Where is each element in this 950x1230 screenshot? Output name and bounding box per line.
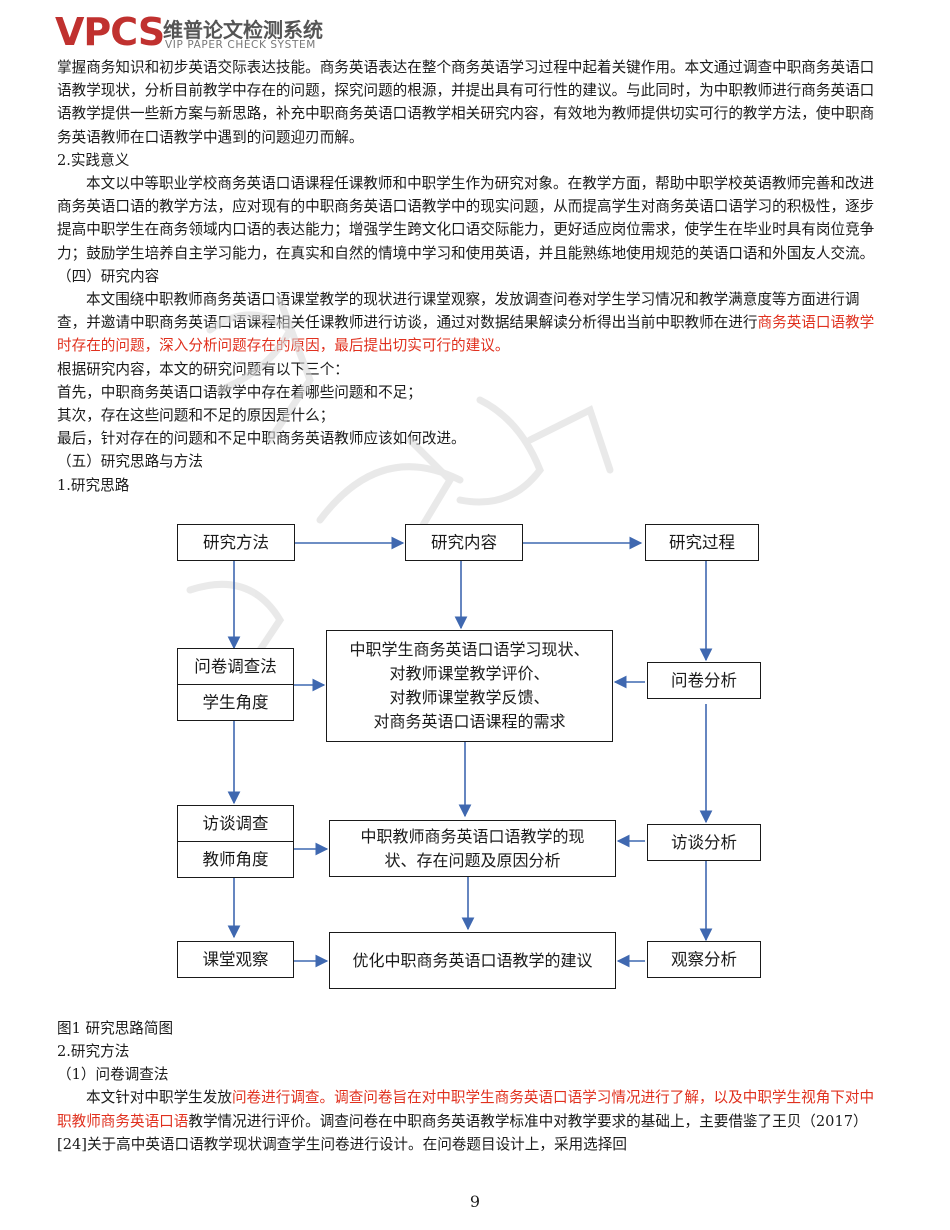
section-heading: （1）问卷调查法	[57, 1066, 169, 1084]
box-optimization-suggestions: 优化中职商务英语口语教学的建议	[329, 932, 616, 989]
box-questionnaire-analysis: 问卷分析	[647, 662, 761, 699]
paragraph: 根据研究内容，本文的研究问题有以下三个：	[57, 360, 349, 378]
box-line: 对教师课堂教学反馈、	[389, 688, 550, 707]
paragraph: 首先，中职商务英语口语教学中存在着哪些问题和不足；	[57, 383, 422, 401]
box-line: 中职教师商务英语口语教学的现	[360, 826, 585, 846]
logo-name-cn: 维普论文检测系统	[163, 18, 323, 42]
box-label: 问卷分析	[671, 671, 737, 690]
page-number: 9	[469, 1192, 481, 1211]
box-label: 课堂观察	[202, 950, 269, 969]
box-label: 访谈调查	[202, 814, 269, 833]
box-label: 优化中职商务英语口语教学的建议	[352, 950, 593, 970]
paragraph: 本文以中等职业学校商务英语口语课程任课教师和中职学生作为研究对象。在教学方面，帮…	[57, 175, 875, 262]
box-line: 对商务英语口语课程的需求	[373, 712, 566, 731]
section-heading: （四）研究内容	[57, 267, 160, 285]
text-run: 本文围绕中职教师商务英语口语课堂教学的现状进行课堂观察，发放调查问卷对学生学习情…	[57, 291, 860, 332]
box-teacher-perspective: 教师角度	[177, 841, 294, 878]
body-text: 掌握商务知识和初步英语交际表达技能。商务英语表达在整个商务英语学习过程中起着关键…	[57, 56, 877, 497]
box-label: 教师角度	[202, 850, 269, 869]
box-line: 中职学生商务英语口语学习现状、	[349, 640, 590, 659]
paragraph: 本文围绕中职教师商务英语口语课堂教学的现状进行课堂观察，发放调查问卷对学生学习情…	[57, 288, 877, 358]
logo-brand: VPCS	[55, 10, 165, 54]
paragraph: 最后，针对存在的问题和不足中职商务英语教师应该如何改进。	[57, 430, 466, 448]
box-research-process: 研究过程	[645, 524, 759, 561]
box-label: 访谈分析	[671, 833, 737, 852]
box-student-perspective: 学生角度	[177, 684, 294, 721]
text-run: 教学情况进行评价。调查问卷在中职商务英语教学标准中对教学要求的基础上，主要借鉴了…	[57, 1112, 868, 1153]
paragraph: 其次，存在这些问题和不足的原因是什么；	[57, 407, 335, 425]
section-heading: 2.研究方法	[57, 1043, 130, 1060]
logo-name-en: VIP PAPER CHECK SYSTEM	[165, 39, 316, 51]
box-label: 研究过程	[669, 533, 735, 552]
box-label: 问卷调查法	[194, 657, 277, 676]
box-research-content: 研究内容	[405, 524, 523, 561]
text-run: 本文针对中职学生发放	[86, 1089, 232, 1107]
box-line: 对教师课堂教学评价、	[389, 664, 550, 683]
paragraph: 本文针对中职学生发放问卷进行调查。调查问卷旨在对中职学生商务英语口语学习情况进行…	[57, 1086, 877, 1156]
box-research-methods: 研究方法	[177, 524, 295, 561]
body-text-continued: 2.研究方法 （1）问卷调查法 本文针对中职学生发放问卷进行调查。调查问卷旨在对…	[57, 1040, 877, 1156]
paragraph: 掌握商务知识和初步英语交际表达技能。商务英语表达在整个商务英语学习过程中起着关键…	[57, 59, 875, 146]
box-label: 研究方法	[203, 533, 269, 552]
box-interview-analysis: 访谈分析	[647, 824, 761, 861]
box-observation-analysis: 观察分析	[647, 941, 761, 978]
box-line: 状、存在问题及原因分析	[384, 850, 561, 870]
figure-caption: 图1 研究思路简图	[57, 1020, 174, 1037]
box-label: 观察分析	[671, 950, 737, 969]
box-teacher-teaching-status: 中职教师商务英语口语教学的现 状、存在问题及原因分析	[329, 820, 616, 877]
box-student-learning-status: 中职学生商务英语口语学习现状、 对教师课堂教学评价、 对教师课堂教学反馈、 对商…	[326, 630, 613, 742]
flowchart-arrows	[227, 536, 713, 968]
box-classroom-observation: 课堂观察	[177, 941, 294, 978]
text-run: 。	[494, 337, 510, 355]
box-label: 研究内容	[431, 533, 497, 552]
highlighted-text: 问卷进行调查。调查问卷旨在对中职学生商务英语口语学习情况进行了解，以及中职学生视…	[57, 1089, 875, 1130]
research-flowchart: 研究方法 研究内容 研究过程 问卷调查法 学生角度 中职学生商务英语口语学习现状…	[0, 515, 950, 995]
box-questionnaire-method: 问卷调查法	[177, 648, 294, 685]
section-heading: 2.实践意义	[57, 151, 130, 169]
box-label: 学生角度	[202, 693, 269, 712]
section-heading: （五）研究思路与方法	[57, 453, 203, 471]
box-interview-survey: 访谈调查	[177, 805, 294, 842]
section-heading: 1.研究思路	[57, 476, 130, 494]
